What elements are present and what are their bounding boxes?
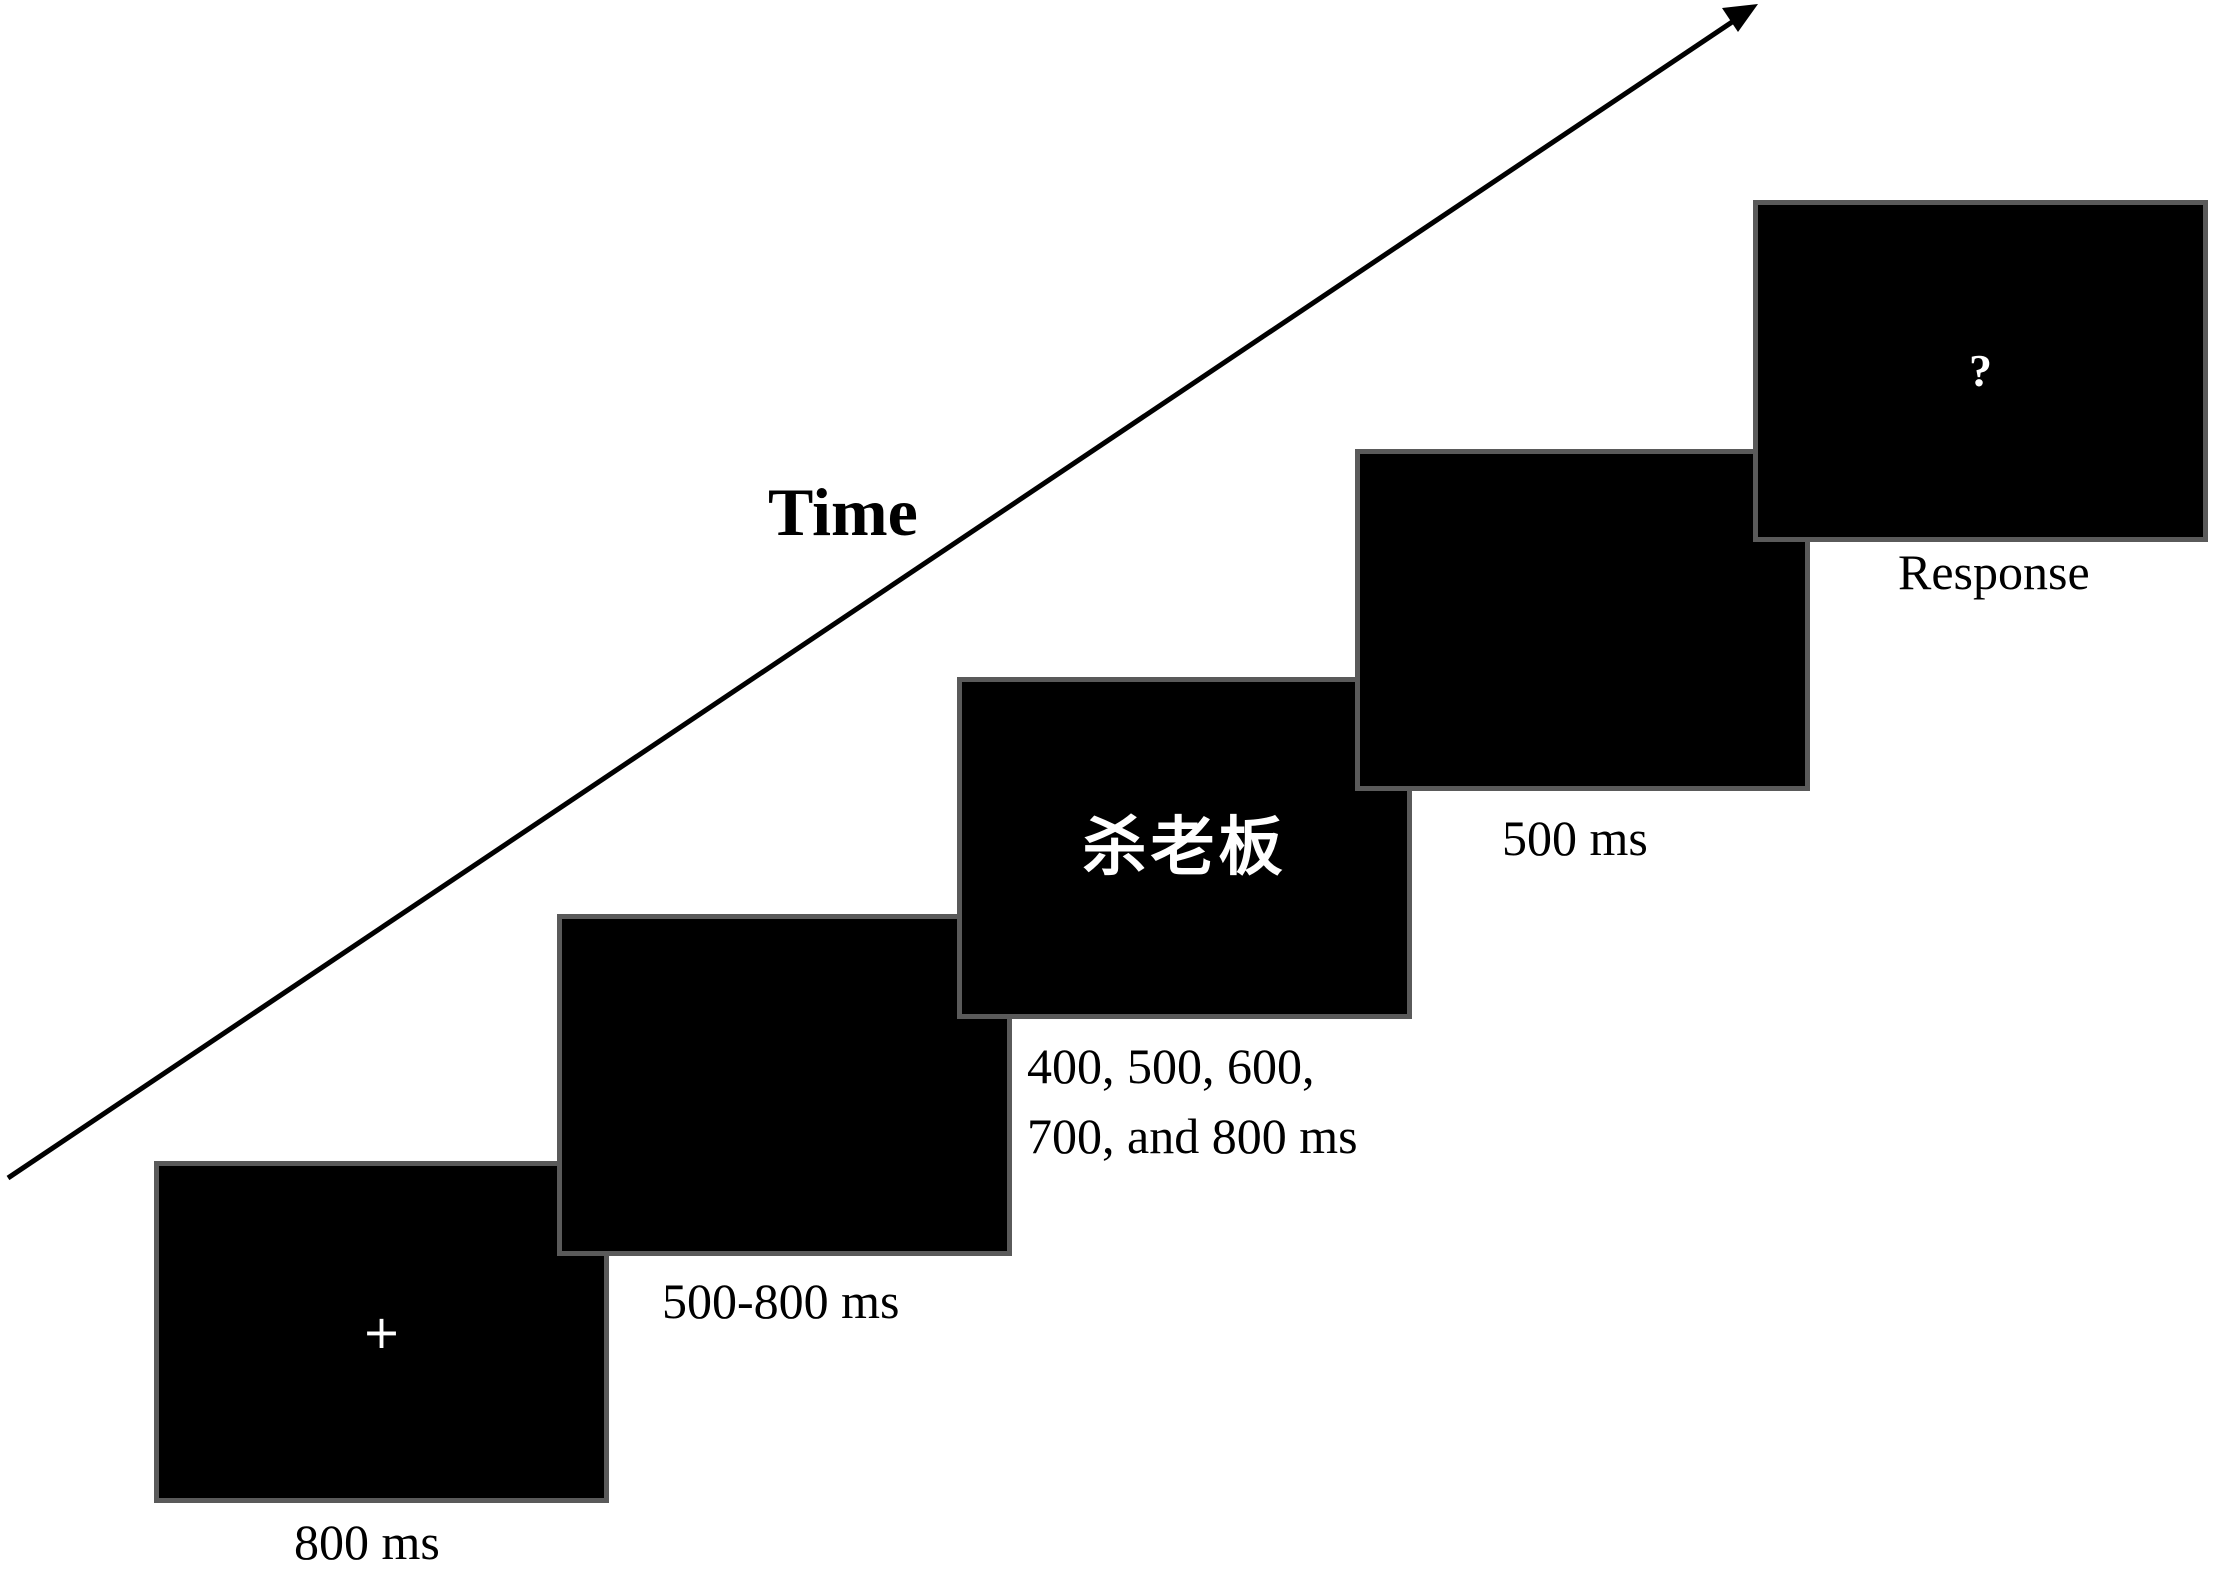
duration-word: 400, 500, 600, 700, and 800 ms (1027, 1031, 1358, 1171)
fixation-cross: + (362, 1305, 401, 1359)
time-arrow-line (6, 7, 1752, 1181)
duration-blank-1: 500-800 ms (662, 1273, 900, 1329)
time-label: Time (768, 474, 918, 550)
time-arrow-head (1722, 4, 1758, 32)
word-stimulus: 杀老板 (1082, 811, 1287, 885)
screen-fixation: + (154, 1161, 609, 1503)
duration-fixation: 800 ms (294, 1514, 440, 1570)
duration-word-line-2: 700, and 800 ms (1027, 1108, 1358, 1164)
duration-word-line-1: 400, 500, 600, (1027, 1038, 1315, 1094)
screen-response: ? (1753, 200, 2208, 542)
response-label: Response (1898, 544, 2090, 600)
screen-blank-1 (557, 914, 1012, 1256)
duration-blank-2: 500 ms (1502, 810, 1648, 866)
screen-blank-2 (1355, 449, 1810, 791)
question-mark: ? (1969, 345, 1992, 396)
screen-word: 杀老板 (957, 677, 1412, 1019)
